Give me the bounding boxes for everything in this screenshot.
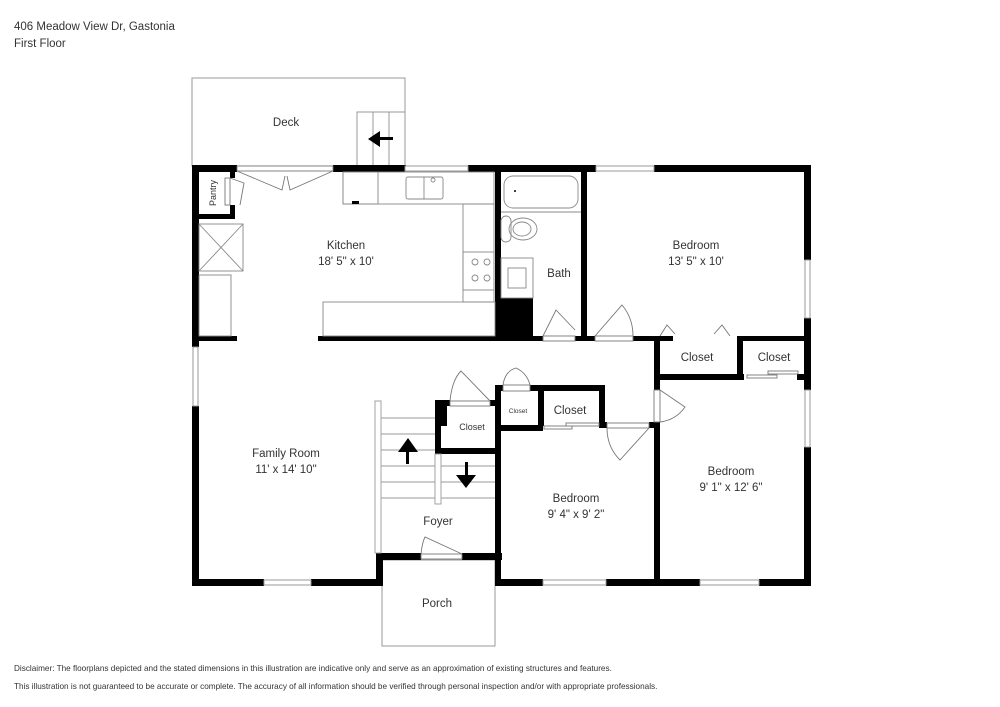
bath-fixtures — [500, 175, 581, 299]
windows — [192, 165, 811, 586]
room-dims-bedroom-1: 13' 5" x 10' — [668, 256, 724, 268]
arrow-down-icon — [456, 462, 476, 488]
dishwasher-handle — [352, 201, 359, 204]
arrow-up-icon — [398, 438, 418, 464]
doors — [224, 165, 799, 560]
room-label-bedroom-3: Bedroom — [708, 466, 755, 478]
arrow-left-icon — [368, 131, 393, 147]
room-label-bedroom-2-closet: Closet — [554, 405, 587, 417]
property-address: 406 Meadow View Dr, Gastonia — [14, 21, 175, 33]
disclaimer-line-2: This illustration is not guaranteed to b… — [14, 682, 658, 691]
room-label-family-room: Family Room — [252, 448, 320, 460]
room-label-deck: Deck — [273, 117, 299, 129]
room-dims-family-room: 11' x 14' 10" — [255, 464, 316, 476]
room-label-pantry: Pantry — [208, 179, 218, 206]
room-label-porch: Porch — [422, 598, 452, 610]
kitchen-fixtures — [198, 171, 496, 337]
room-label-small-closet: Closet — [509, 408, 528, 415]
room-label-closet-2: Closet — [758, 352, 791, 364]
room-dims-kitchen: 18' 5" x 10' — [318, 256, 374, 268]
room-label-kitchen: Kitchen — [327, 240, 365, 252]
room-dims-bedroom-3: 9' 1" x 12' 6" — [699, 482, 762, 494]
porch — [381, 559, 496, 647]
staircase — [374, 400, 495, 554]
room-label-stair-closet: Closet — [459, 422, 485, 432]
room-dims-bedroom-2: 9' 4" x 9' 2" — [548, 509, 605, 521]
room-label-bedroom-2: Bedroom — [553, 493, 600, 505]
room-label-bath: Bath — [547, 268, 571, 280]
floor-label: First Floor — [14, 38, 66, 50]
room-label-foyer: Foyer — [423, 516, 453, 528]
disclaimer-line-1: Disclaimer: The floorplans depicted and … — [14, 664, 612, 673]
room-label-closet-1: Closet — [681, 352, 714, 364]
walls — [192, 165, 811, 586]
room-label-bedroom-1: Bedroom — [673, 240, 720, 252]
